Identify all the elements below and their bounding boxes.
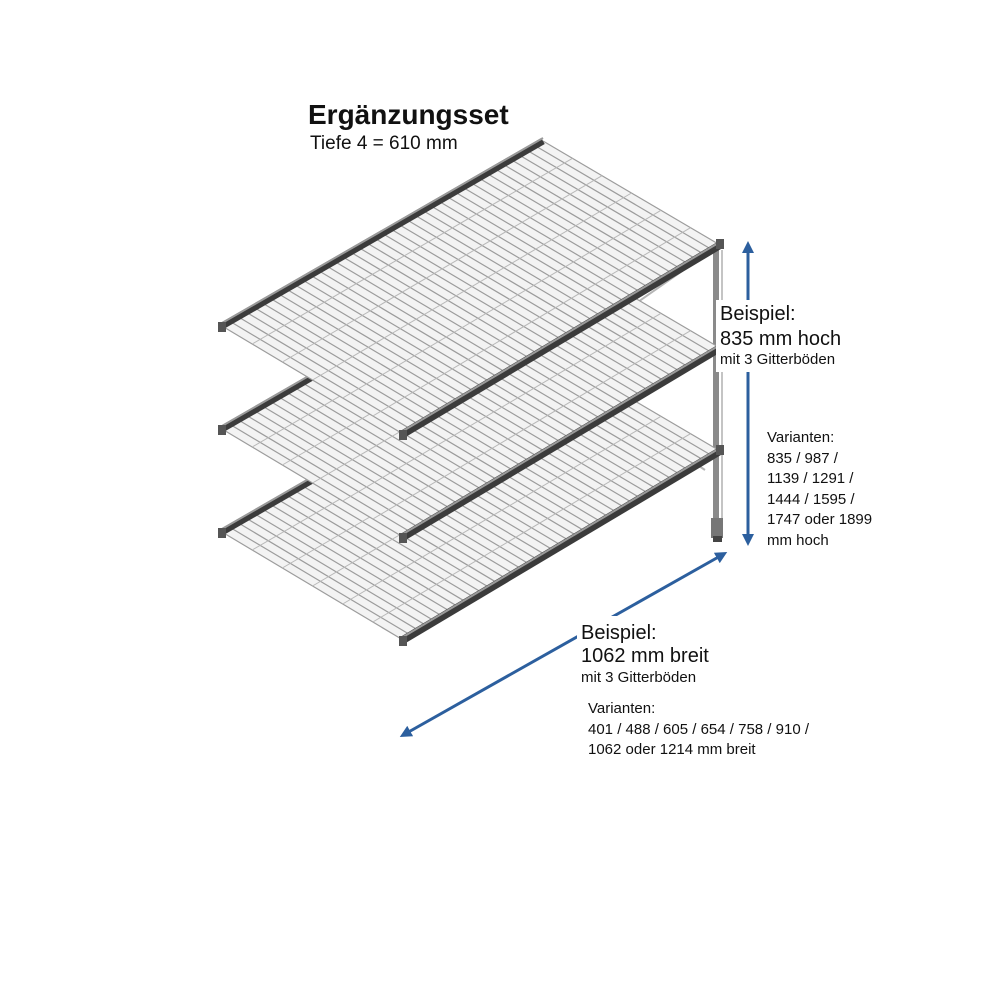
subtitle: Tiefe 4 = 610 mm (310, 133, 458, 154)
height-example-label: Beispiel: (720, 303, 796, 325)
height-variants-line: 1444 / 1595 / (767, 490, 855, 508)
width-example-label: Beispiel: (581, 622, 657, 644)
beam-end-cap (399, 636, 407, 646)
shelf-beam-rear-highlight (221, 137, 544, 324)
height-variants: Varianten: 835 / 987 / 1139 / 1291 / 144… (767, 428, 902, 551)
shelves-group (218, 137, 724, 646)
shelf-beam-front-highlight (402, 344, 721, 535)
shelf-wire (282, 175, 603, 363)
height-variants-line: mm hoch (767, 531, 829, 549)
beam-end-cap (716, 239, 724, 249)
shelf-wire (342, 415, 662, 605)
shelf-wire (251, 157, 573, 345)
shelf-beam-front (400, 344, 723, 541)
label-backdrop (577, 616, 727, 688)
shelf-beam-front (400, 241, 723, 438)
shelf-wire (372, 227, 691, 417)
height-example-note: mit 3 Gitterböden (720, 351, 836, 368)
title: Ergänzungsset (308, 99, 509, 130)
label-backdrop (716, 300, 856, 372)
width-variants: Varianten: 401 / 488 / 605 / 654 / 758 /… (588, 699, 858, 761)
width-example-note: mit 3 Gitterböden (581, 669, 697, 686)
shelf-wire (342, 312, 662, 502)
beam-end-cap (399, 533, 407, 543)
shelf-wire (372, 330, 691, 520)
beam-end-cap (399, 430, 407, 440)
height-example-value: 835 mm hoch (720, 328, 842, 350)
beam-end-cap (218, 425, 226, 435)
beam-end-cap (218, 528, 226, 538)
height-variants-line: Varianten: (767, 429, 835, 446)
width-example-value: 1062 mm breit (581, 645, 709, 667)
shelf-wire (312, 192, 632, 381)
beam-end-cap (218, 322, 226, 332)
shelf-wire (342, 209, 662, 399)
width-arrow (399, 552, 728, 737)
beam-end-cap (716, 445, 724, 455)
shelf-beam-front-highlight (402, 241, 721, 432)
width-variants-line: Varianten: (588, 700, 656, 717)
width-variants-line: 401 / 488 / 605 / 654 / 758 / 910 / (588, 720, 810, 738)
height-variants-line: 1139 / 1291 / (767, 470, 854, 487)
shelf-beam-rear (220, 137, 545, 330)
width-variants-line: 1062 oder 1214 mm breit (588, 741, 756, 758)
height-variants-line: 835 / 987 / (767, 449, 838, 467)
height-variants-line: 1747 oder 1899 (767, 511, 873, 528)
